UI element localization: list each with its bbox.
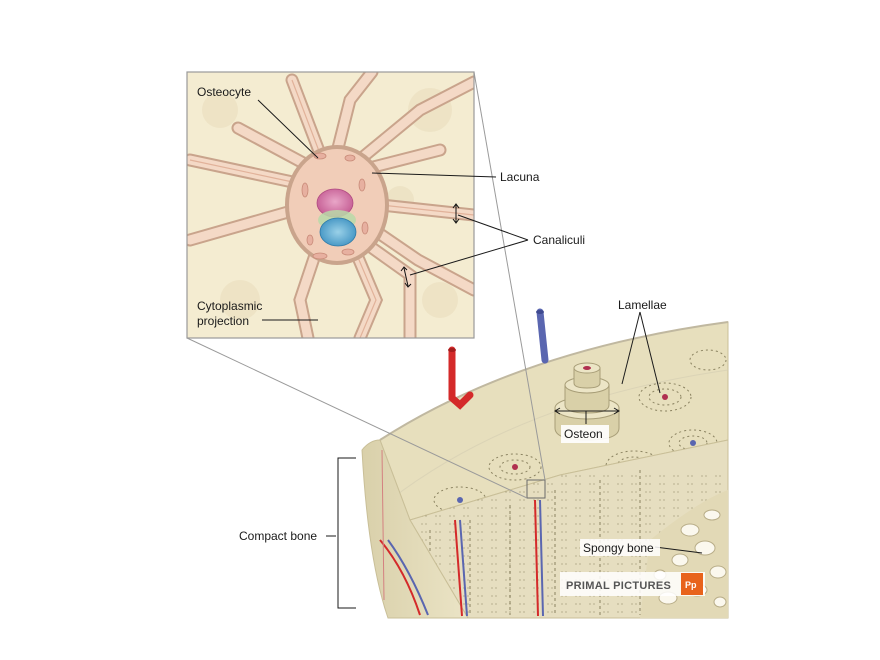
- primal-pictures-branding: PRIMAL PICTURES Pp: [560, 572, 705, 596]
- label-cytoplasmic-line1: Cytoplasmic: [197, 299, 262, 313]
- artery: [448, 346, 474, 410]
- label-canaliculi: Canaliculi: [533, 233, 585, 247]
- inset-border: [186, 71, 475, 339]
- spongy-label-bg: [580, 539, 660, 556]
- label-lacuna: Lacuna: [500, 170, 540, 184]
- label-spongy-bone: Spongy bone: [583, 541, 654, 555]
- side-vessels: [379, 449, 544, 617]
- osteocyte-inset: [186, 71, 475, 339]
- zoom-lines: [186, 71, 546, 499]
- label-cytoplasmic-line2: projection: [197, 314, 249, 328]
- canaliculi-markers: [400, 203, 460, 288]
- bone-side-face: [361, 439, 469, 619]
- label-osteocyte: Osteocyte: [197, 85, 251, 99]
- branding-name: PRIMAL PICTURES: [566, 580, 671, 592]
- branding-bg: [560, 572, 705, 596]
- osteon-label-bg: [561, 425, 609, 443]
- label-compact-bone: Compact bone: [239, 529, 317, 543]
- nucleus: [316, 188, 357, 247]
- branding-logo-icon: [681, 573, 703, 595]
- labels: Osteocyte Lacuna Canaliculi Cytoplasmic …: [197, 85, 667, 556]
- label-lamellae: Lamellae: [618, 298, 667, 312]
- branding-logo-letters: Pp: [685, 580, 697, 590]
- periosteum-edge: [379, 321, 729, 441]
- zoom-selection-box: [526, 479, 546, 499]
- compact-bone-bracket: [337, 457, 356, 609]
- label-osteon: Osteon: [564, 427, 603, 441]
- leader-lines: [257, 99, 703, 554]
- vein: [536, 308, 549, 364]
- top-vessels: [448, 308, 549, 410]
- bone-block: [361, 308, 729, 619]
